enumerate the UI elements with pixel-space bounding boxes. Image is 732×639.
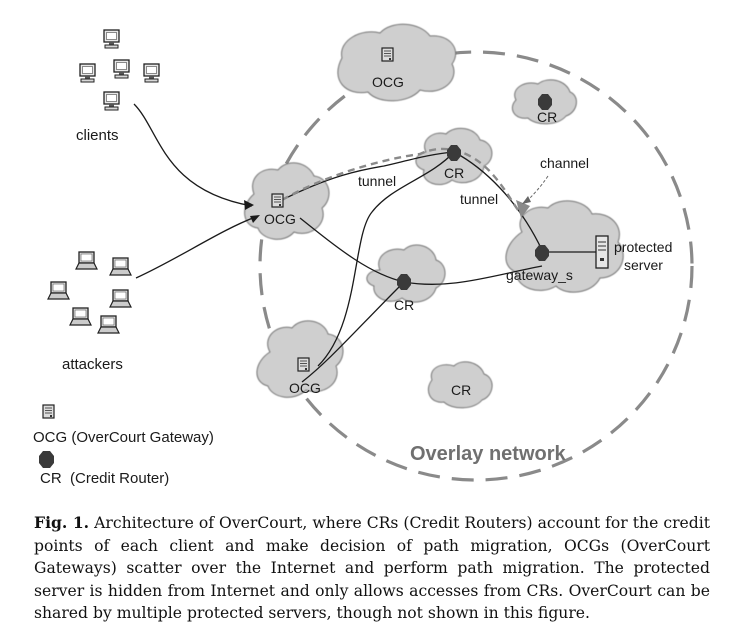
cloud-ocg-left <box>244 162 330 240</box>
cr-middle-router-icon <box>397 274 411 290</box>
link-ocg-bottom-cr-middle <box>301 281 405 383</box>
client-pc-icon <box>103 29 120 49</box>
client-pc-icon <box>103 91 120 111</box>
clients-label: clients <box>76 127 119 144</box>
cloud-ocg-top <box>337 23 457 102</box>
cr-upper-router-icon <box>447 145 461 161</box>
tunnel-label-2: tunnel <box>460 191 498 207</box>
ocg-left-label: OCG <box>264 211 296 227</box>
channel-label: channel <box>540 155 589 171</box>
protected-server-line1: protected <box>614 239 672 255</box>
attacker-laptop-icon <box>109 257 132 276</box>
cloud-cr-bottom <box>428 361 493 409</box>
link-attackers-ocg <box>135 215 259 279</box>
figure-caption: Fig. 1. Architecture of OverCourt, where… <box>34 512 710 625</box>
protected-server-label: protected server <box>614 239 676 273</box>
gateway-label: gateway_s <box>506 267 573 283</box>
client-pc-icon <box>79 63 96 83</box>
legend-cr-router-icon <box>39 451 54 468</box>
cloud-cr-middle <box>366 244 446 303</box>
legend-cr-label: CR (Credit Router) <box>40 470 169 487</box>
link-cr-middle-gateway <box>403 265 543 285</box>
overlay-network-ring <box>258 50 694 482</box>
channel-pointer <box>525 175 549 203</box>
attackers-group <box>47 251 132 334</box>
server-icon <box>595 235 609 269</box>
clients-group <box>79 29 160 111</box>
cr-bottom-label: CR <box>451 382 471 398</box>
clients-arrowhead <box>244 200 254 210</box>
channel-arrowhead <box>516 200 530 218</box>
caption-text: Architecture of OverCourt, where CRs (Cr… <box>34 514 710 623</box>
channel-pointer-arrow <box>522 196 531 204</box>
attackers-label: attackers <box>62 356 123 373</box>
caption-prefix: Fig. 1. <box>34 513 90 532</box>
ocg-bottom-box-icon <box>297 357 310 372</box>
attacker-laptop-icon <box>97 315 120 334</box>
client-pc-icon <box>143 63 160 83</box>
cloud-gateway <box>505 200 624 293</box>
attacker-laptop-icon <box>109 289 132 308</box>
attacker-laptop-icon <box>47 281 70 300</box>
gateway-router-icon <box>535 245 549 261</box>
client-pc-icon <box>113 59 130 79</box>
overlay-network-label: Overlay network <box>410 443 567 465</box>
cr-middle-label: CR <box>394 297 414 313</box>
tunnel-label-1: tunnel <box>358 173 396 189</box>
cr-top-right-router-icon <box>538 94 552 110</box>
attackers-arrowhead <box>250 215 260 223</box>
attacker-laptop-icon <box>69 307 92 326</box>
link-cr-upper-gateway <box>453 151 543 251</box>
cr-top-right-label: CR <box>537 109 557 125</box>
cr-upper-label: CR <box>444 165 464 181</box>
legend-ocg-box-icon <box>42 404 55 419</box>
link-ocg-bottom-cr-upper <box>317 151 455 367</box>
link-ocg-cr-middle <box>299 217 405 283</box>
ocg-bottom-label: OCG <box>289 380 321 396</box>
ocg-left-box-icon <box>271 193 284 208</box>
protected-server-line2: server <box>624 257 663 273</box>
legend-ocg-label: OCG (OverCourt Gateway) <box>33 429 214 446</box>
ocg-top-box-icon <box>381 47 394 62</box>
architecture-diagram: clients attackers OCG OCG OCG CR CR CR C… <box>33 23 694 487</box>
link-ocg-cr-upper <box>281 151 455 201</box>
link-clients-ocg <box>133 103 253 207</box>
attacker-laptop-icon <box>75 251 98 270</box>
ocg-top-label: OCG <box>372 74 404 90</box>
